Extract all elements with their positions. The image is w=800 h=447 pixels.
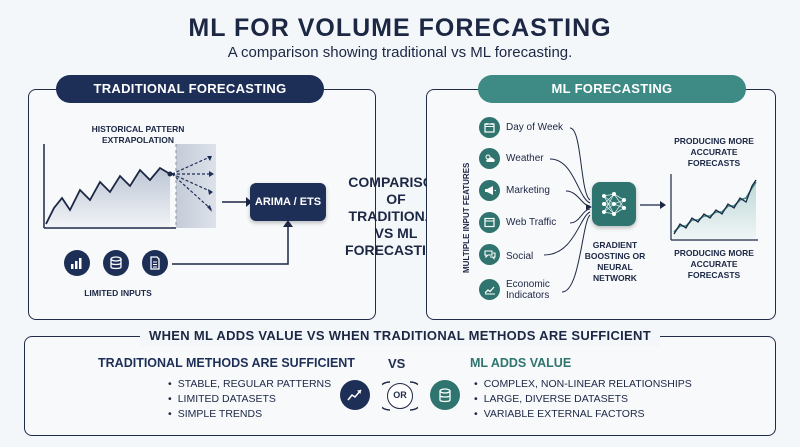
history-area: [46, 168, 170, 228]
feature-web-traffic: Web Traffic: [506, 217, 557, 228]
extrapolation-arrows: [171, 155, 213, 211]
historical-pattern-label: HISTORICAL PATTERN EXTRAPOLATION: [91, 124, 185, 145]
list-item: LARGE, DIVERSE DATASETS: [474, 392, 692, 407]
history-endpoint: [167, 171, 173, 177]
ml-adds-value-list: COMPLEX, NON-LINEAR RELATIONSHIPS LARGE,…: [474, 377, 692, 422]
list-item: COMPLEX, NON-LINEAR RELATIONSHIPS: [474, 377, 692, 392]
feature-connectors: [543, 127, 592, 293]
history-line: [45, 166, 171, 225]
feature-social: Social: [506, 251, 534, 262]
traditional-header: TRADITIONAL FORECASTING: [56, 75, 324, 103]
weather-icon: [479, 148, 500, 169]
page-title: ML FOR VOLUME FORECASTING: [188, 14, 612, 42]
arrow-to-forecast: [640, 201, 666, 209]
arrow-inputs-to-arima: [172, 220, 293, 265]
browser-icon: [479, 212, 500, 233]
ml-adds-value-title: ML ADDS VALUE: [470, 356, 572, 370]
bar-chart-icon: [64, 250, 90, 276]
limited-inputs-label: LIMITED INPUTS: [84, 288, 152, 298]
list-item: SIMPLE TRENDS: [168, 407, 331, 422]
feature-day-of-week: Day of Week: [506, 122, 564, 133]
document-icon: [142, 250, 168, 276]
or-badge: OR: [387, 383, 413, 409]
traditional-sufficient-list: STABLE, REGULAR PATTERNS LIMITED DATASET…: [168, 377, 331, 422]
trend-line-icon: [340, 380, 370, 410]
list-item: VARIABLE EXTERNAL FACTORS: [474, 407, 692, 422]
chat-icon: [479, 244, 500, 265]
banner-bg: [140, 328, 660, 346]
trend-chart-icon: [479, 279, 500, 300]
megaphone-icon: [479, 180, 500, 201]
ml-header: ML FORECASTING: [478, 75, 746, 103]
output-label-top: PRODUCING MORE ACCURATE FORECASTS: [674, 136, 754, 168]
output-label-bottom: PRODUCING MORE ACCURATE FORECASTS: [674, 248, 754, 280]
list-item: LIMITED DATASETS: [168, 392, 331, 407]
feature-marketing: Marketing: [506, 185, 550, 196]
list-item: STABLE, REGULAR PATTERNS: [168, 377, 331, 392]
or-bracket: [382, 381, 418, 411]
neural-network-icon: [592, 182, 636, 226]
ml-forecast-area: [674, 180, 756, 240]
vs-label: VS: [388, 356, 406, 371]
ml-actual-line: [673, 179, 757, 235]
comparison-label: COMPARISON OF TRADITIONAL VS ML FORECAST…: [345, 174, 447, 258]
bottom-banner-title-overlay: WHEN ML ADDS VALUE VS WHEN TRADITIONAL M…: [149, 328, 651, 343]
ml-model-label: GRADIENT BOOSTING OR NEURAL NETWORK: [584, 240, 646, 283]
feature-economic-indicators: Economic Indicators: [506, 279, 550, 301]
page-subtitle: A comparison showing traditional vs ML f…: [227, 44, 573, 61]
arima-ets-box: ARIMA / ETS: [250, 183, 326, 221]
traditional-sufficient-title: TRADITIONAL METHODS ARE SUFFICIENT: [98, 356, 355, 370]
database-icon: [103, 250, 129, 276]
arrow-to-arima: [222, 197, 252, 207]
historical-chart: [43, 144, 216, 229]
feature-weather: Weather: [506, 153, 544, 164]
calendar-icon: [479, 117, 500, 138]
database-icon: [430, 380, 460, 410]
ml-forecast-chart: [670, 174, 758, 241]
multiple-input-features-label: MULTIPLE INPUT FEATURES: [462, 162, 471, 273]
